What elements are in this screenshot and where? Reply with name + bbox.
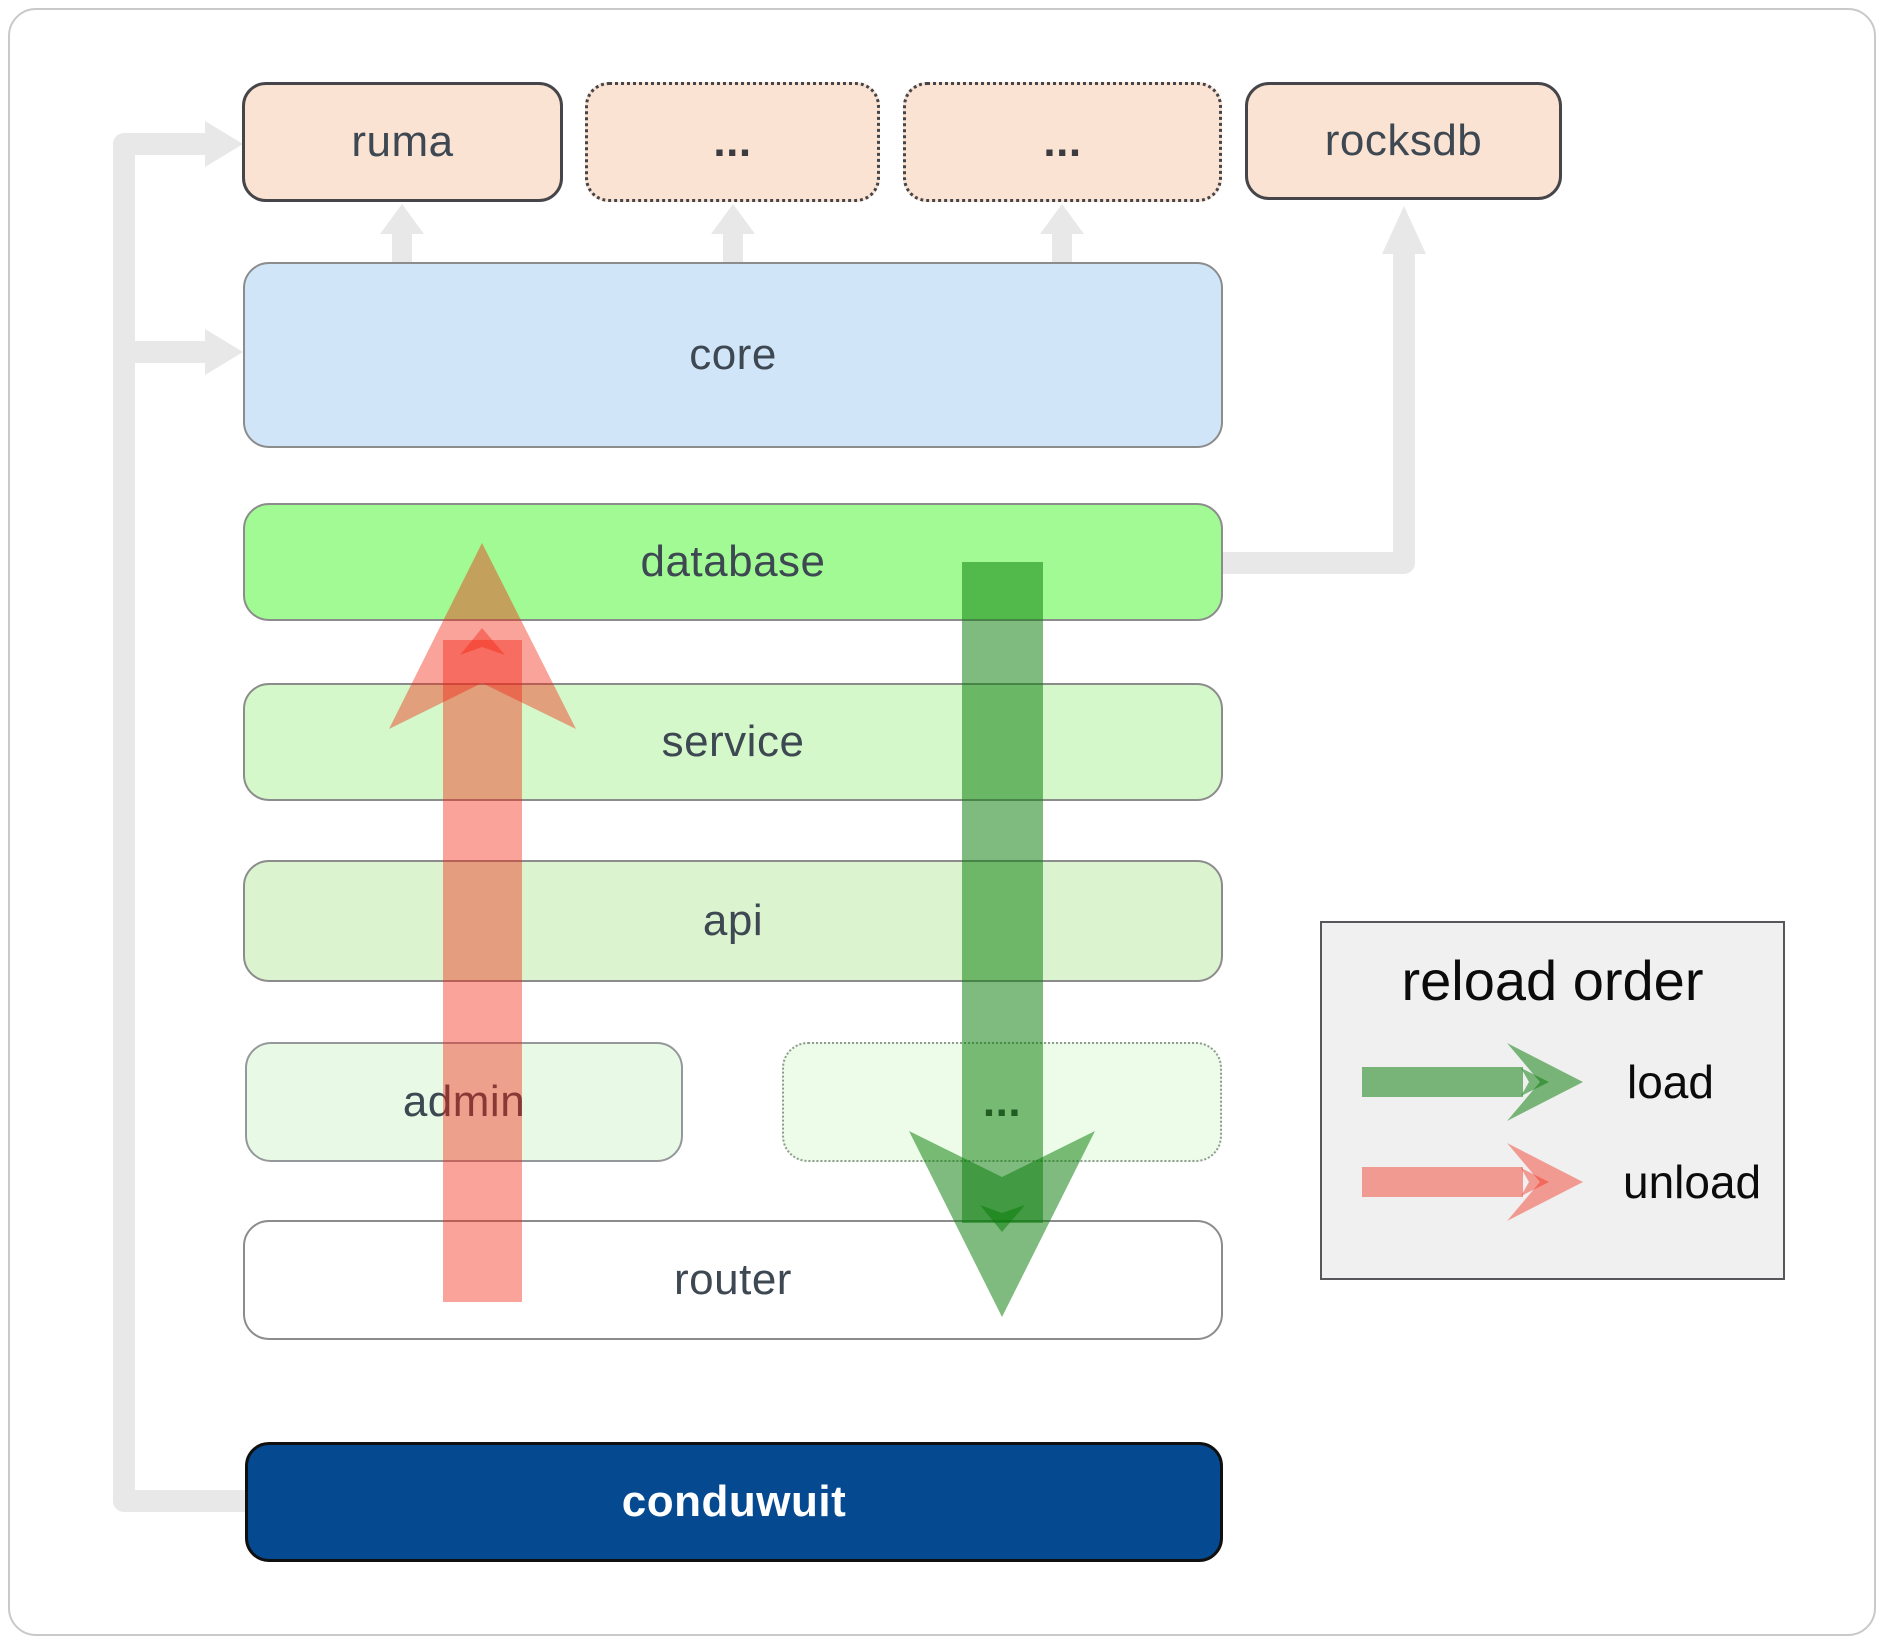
node-ellipsis-top-1-label: ... xyxy=(713,117,752,166)
node-admin-label: admin xyxy=(402,1077,526,1126)
node-api: api xyxy=(243,860,1223,982)
node-api-label: api xyxy=(702,896,764,945)
node-ellipsis-bottom-label: ... xyxy=(982,1077,1022,1126)
node-service: service xyxy=(243,683,1223,801)
legend-title: reload order xyxy=(1401,949,1704,1012)
node-ruma: ruma xyxy=(242,82,563,202)
node-conduwuit-label: conduwuit xyxy=(621,1477,847,1526)
outer-frame xyxy=(8,8,1876,1636)
node-ellipsis-top-1: ... xyxy=(585,82,880,202)
node-rocksdb-label: rocksdb xyxy=(1324,116,1483,165)
node-ellipsis-top-2: ... xyxy=(903,82,1222,202)
node-core: core xyxy=(243,262,1223,448)
node-ellipsis-top-2-label: ... xyxy=(1043,117,1082,166)
node-core-label: core xyxy=(689,330,777,379)
node-database: database xyxy=(243,503,1223,621)
legend-load-label: load xyxy=(1627,1056,1714,1108)
node-ruma-label: ruma xyxy=(351,117,454,166)
node-conduwuit: conduwuit xyxy=(245,1442,1223,1562)
node-router: router xyxy=(243,1220,1223,1340)
node-database-label: database xyxy=(640,537,826,586)
node-rocksdb: rocksdb xyxy=(1245,82,1562,200)
node-router-label: router xyxy=(674,1255,792,1304)
legend-unload-label: unload xyxy=(1623,1156,1762,1208)
node-ellipsis-bottom: ... xyxy=(782,1042,1222,1162)
node-service-label: service xyxy=(661,717,805,766)
node-admin: admin xyxy=(245,1042,683,1162)
